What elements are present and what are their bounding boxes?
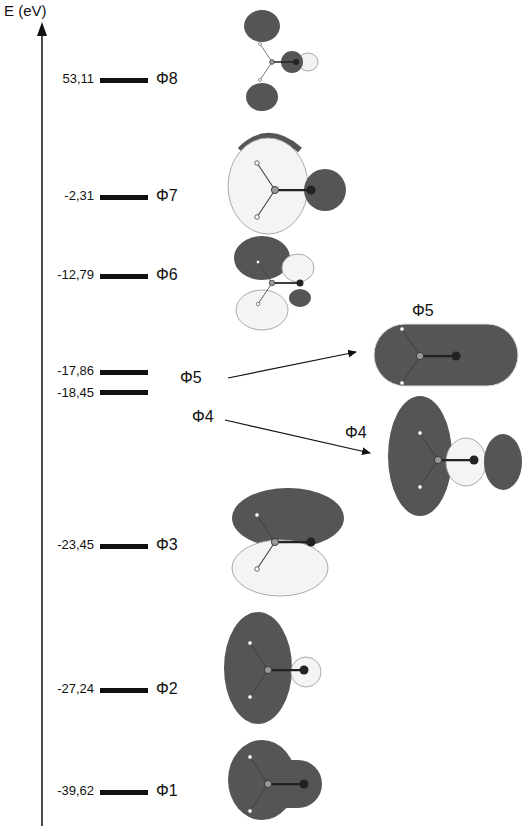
energy-value: -12,79: [57, 268, 94, 282]
energy-value: -39,62: [57, 784, 94, 798]
energy-levels: [100, 78, 148, 795]
orbital-phi2: [224, 612, 321, 724]
orbital-phi4: [388, 396, 522, 516]
energy-value: -2,31: [64, 189, 94, 203]
orbital-phi7: [228, 136, 346, 234]
orbital-label: Φ8: [156, 70, 178, 88]
orbital-label: Φ4: [192, 408, 214, 426]
orbital-label: Φ3: [156, 536, 178, 554]
energy-axis: [41, 30, 43, 826]
orbital-label: Φ2: [156, 680, 178, 698]
orbital-phi1: [228, 740, 322, 820]
orbital-label: Φ1: [156, 782, 178, 800]
energy-value: -17,86: [57, 364, 94, 378]
energy-value: -23,45: [57, 538, 94, 552]
axis-title: E (eV): [4, 3, 47, 20]
orbital-phi8: [244, 10, 318, 111]
orbital-label: Φ7: [156, 187, 178, 205]
orbital-phi5: [374, 324, 518, 386]
leader-arrow: [228, 352, 356, 378]
energy-value: 53,11: [62, 72, 94, 86]
leader-arrow: [225, 420, 370, 453]
orbital-label: Φ4: [345, 424, 367, 442]
energy-value: -27,24: [57, 682, 94, 696]
axis-arrowhead: [37, 22, 47, 36]
orbital-phi6: [234, 236, 314, 330]
energy-value: -18,45: [57, 386, 94, 400]
orbital-label: Φ5: [180, 369, 202, 387]
orbital-phi3: [232, 488, 344, 596]
orbital-label: Φ6: [156, 266, 178, 284]
orbital-label: Φ5: [412, 302, 434, 320]
